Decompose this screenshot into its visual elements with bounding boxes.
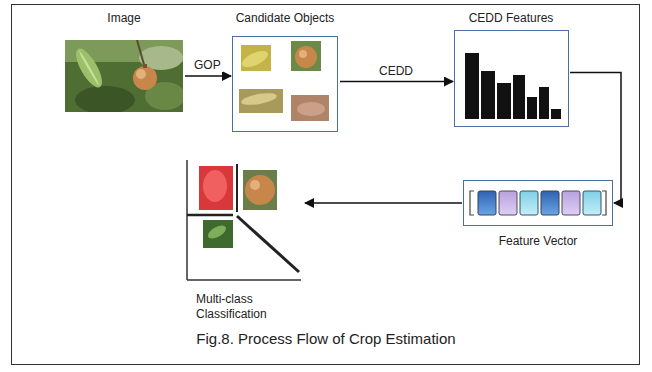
node-heading: Feature Vector (463, 234, 613, 249)
edge-label: GOP (192, 58, 223, 72)
process-stage: CEDD Features (451, 11, 571, 127)
flow-arrow (340, 81, 453, 83)
node-frame (183, 160, 303, 288)
node-heading: Image (62, 11, 186, 26)
feature-vector-cells (464, 181, 612, 225)
flow-arrow (185, 75, 231, 77)
node-heading: CEDD Features (451, 11, 571, 26)
process-stage: Image (62, 11, 186, 112)
node-frame (65, 40, 183, 112)
process-stage: Candidate Objects (230, 11, 340, 132)
figure-caption: Fig.8. Process Flow of Crop Estimation (0, 330, 652, 348)
classification-plot (183, 160, 303, 288)
flow-arrow (305, 202, 462, 204)
node-frame (463, 180, 613, 226)
node-frame (454, 30, 569, 127)
candidate-thumbnails (233, 37, 337, 131)
flow-arrow (570, 73, 621, 204)
histogram (455, 31, 568, 126)
orchard-photo (65, 40, 183, 112)
node-frame (232, 36, 338, 132)
edge-label: CEDD (377, 64, 415, 78)
node-heading: Candidate Objects (230, 11, 340, 26)
process-stage: Feature Vector (463, 180, 613, 249)
node-heading: Multi-class Classification (196, 292, 291, 322)
process-stage: Multi-class Classification (183, 160, 303, 322)
